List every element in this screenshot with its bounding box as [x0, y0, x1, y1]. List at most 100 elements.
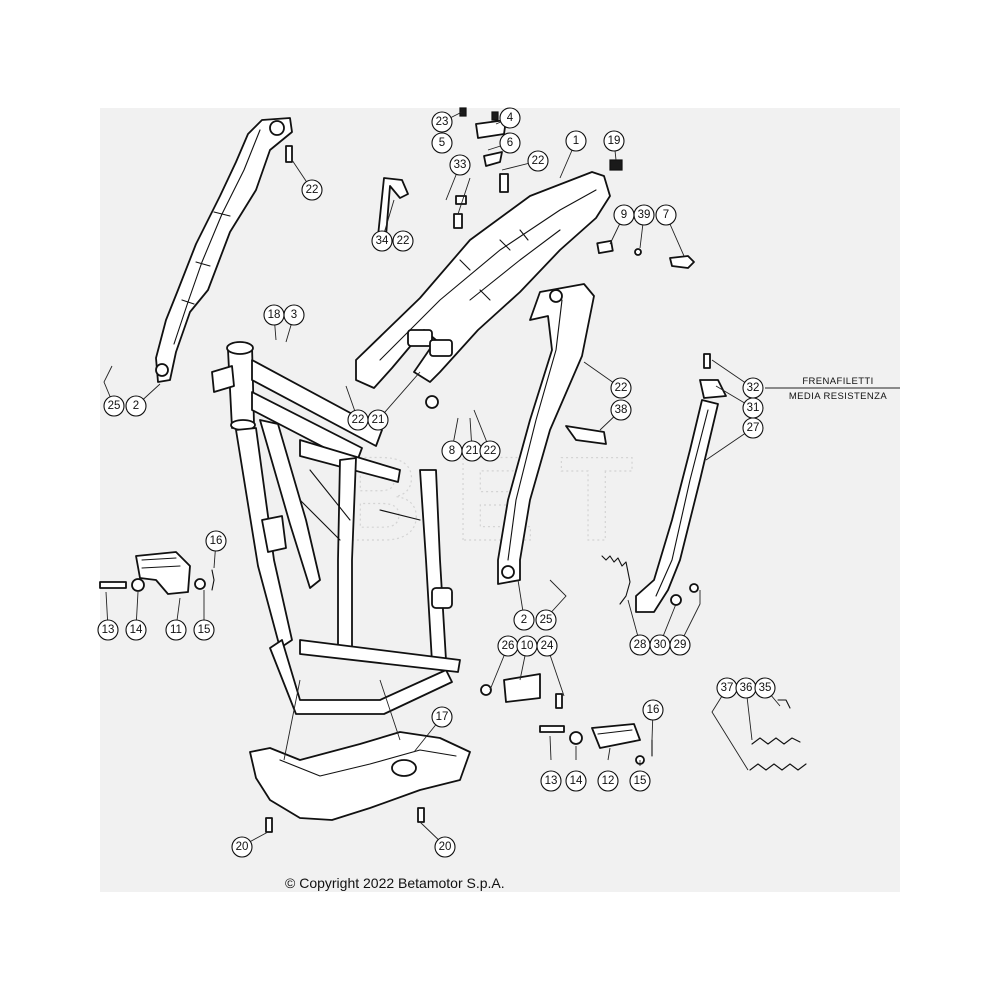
svg-text:16: 16	[647, 704, 660, 716]
sidestand	[635, 353, 727, 613]
svg-text:21: 21	[466, 445, 479, 457]
svg-text:31: 31	[747, 402, 760, 414]
callout-10: 10	[516, 635, 538, 657]
callout-13: 13	[97, 619, 119, 641]
callout-12: 12	[597, 770, 619, 792]
callout-2: 2	[125, 395, 147, 417]
svg-text:28: 28	[634, 639, 647, 651]
callout-22: 22	[479, 440, 501, 462]
callout-14: 14	[565, 770, 587, 792]
svg-text:15: 15	[634, 775, 647, 787]
svg-text:22: 22	[352, 414, 365, 426]
callout-4: 4	[499, 107, 521, 129]
callout-27: 27	[742, 417, 764, 439]
callout-22: 22	[392, 230, 414, 252]
callout-21: 21	[367, 409, 389, 431]
callout-22: 22	[610, 377, 632, 399]
svg-text:5: 5	[439, 137, 445, 149]
callout-11: 11	[165, 619, 187, 641]
callout-34: 34	[371, 230, 393, 252]
callout-15: 15	[193, 619, 215, 641]
callout-32: 32	[742, 377, 764, 399]
callout-39: 39	[633, 204, 655, 226]
svg-text:3: 3	[291, 309, 297, 321]
svg-text:30: 30	[654, 639, 667, 651]
callouts: 23 4 5 6 22 1 19 33 9 39 7 22 34 22 18 3…	[97, 107, 776, 858]
callout-38: 38	[610, 399, 632, 421]
svg-text:25: 25	[108, 400, 121, 412]
callout-31: 31	[742, 397, 764, 419]
part-10-block	[480, 673, 563, 709]
callout-8: 8	[441, 440, 463, 462]
callout-37: 37	[716, 677, 738, 699]
svg-text:27: 27	[747, 422, 760, 434]
svg-text:22: 22	[484, 445, 497, 457]
svg-text:12: 12	[602, 775, 615, 787]
springs-35-36-37	[749, 699, 807, 771]
callout-33: 33	[449, 154, 471, 176]
nut-19	[609, 159, 623, 171]
svg-text:26: 26	[502, 640, 515, 652]
rear-subframe	[355, 171, 611, 409]
svg-text:11: 11	[170, 624, 182, 636]
svg-text:20: 20	[236, 841, 249, 853]
svg-text:17: 17	[436, 711, 449, 723]
callout-30: 30	[649, 634, 671, 656]
threadlocker-note: FRENAFILETTI MEDIA RESISTENZA	[789, 376, 887, 402]
svg-text:10: 10	[521, 640, 534, 652]
callout-7: 7	[655, 204, 677, 226]
svg-text:9: 9	[621, 209, 627, 221]
callout-13: 13	[540, 770, 562, 792]
svg-text:39: 39	[638, 209, 651, 221]
svg-text:32: 32	[747, 382, 760, 394]
right-footpeg	[539, 723, 653, 765]
main-frame	[211, 341, 461, 715]
svg-text:22: 22	[306, 184, 319, 196]
callout-16: 16	[642, 699, 664, 721]
callout-3: 3	[283, 304, 305, 326]
callout-20: 20	[434, 836, 456, 858]
svg-text:18: 18	[268, 309, 281, 321]
svg-text:36: 36	[740, 682, 753, 694]
svg-text:1: 1	[573, 135, 579, 147]
svg-text:16: 16	[210, 535, 223, 547]
svg-text:8: 8	[449, 445, 455, 457]
svg-text:6: 6	[507, 137, 513, 149]
callout-22: 22	[527, 150, 549, 172]
svg-text:21: 21	[372, 414, 385, 426]
seat-bracket	[459, 107, 507, 167]
svg-text:7: 7	[663, 209, 669, 221]
svg-text:22: 22	[532, 155, 545, 167]
callout-6: 6	[499, 132, 521, 154]
svg-text:38: 38	[615, 404, 628, 416]
svg-text:23: 23	[436, 116, 449, 128]
svg-text:14: 14	[570, 775, 583, 787]
part-9-39-7	[596, 239, 695, 269]
svg-text:4: 4	[507, 112, 514, 124]
callout-16: 16	[205, 530, 227, 552]
bolts-upper	[453, 173, 509, 229]
svg-text:15: 15	[198, 624, 211, 636]
callout-17: 17	[431, 706, 453, 728]
copyright-text: © Copyright 2022 Betamotor S.p.A.	[285, 875, 505, 891]
part-38	[565, 425, 607, 445]
callout-35: 35	[754, 677, 776, 699]
left-rear-rail	[155, 117, 293, 383]
svg-text:25: 25	[540, 614, 553, 626]
callout-26: 26	[497, 635, 519, 657]
svg-text:22: 22	[615, 382, 628, 394]
skid-plate	[249, 731, 471, 833]
svg-text:35: 35	[759, 682, 772, 694]
svg-text:14: 14	[130, 624, 143, 636]
callout-2: 2	[513, 609, 535, 631]
svg-text:20: 20	[439, 841, 452, 853]
callout-20: 20	[231, 836, 253, 858]
svg-text:24: 24	[541, 640, 554, 652]
callout-9: 9	[613, 204, 635, 226]
svg-text:2: 2	[521, 614, 527, 626]
callout-25: 25	[103, 395, 125, 417]
svg-text:37: 37	[721, 682, 734, 694]
callout-29: 29	[669, 634, 691, 656]
left-footpeg	[99, 551, 215, 595]
callout-24: 24	[536, 635, 558, 657]
